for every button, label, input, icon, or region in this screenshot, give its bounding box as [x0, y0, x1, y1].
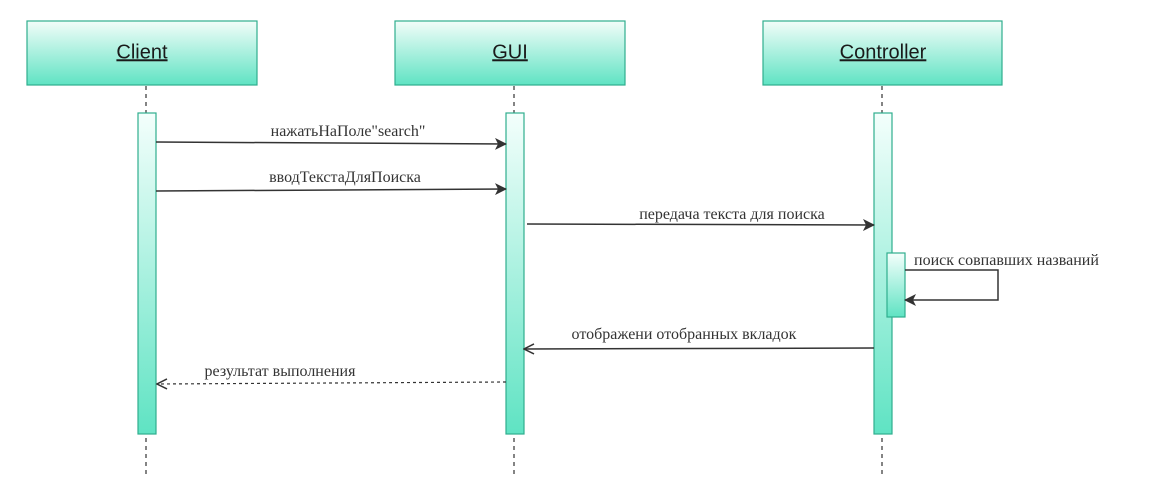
message-arrow-3	[526, 218, 875, 231]
message-arrow-2	[155, 183, 507, 196]
participant-controller-label: Controller	[840, 41, 927, 63]
message-label-5: отображени отобранных вкладок	[572, 326, 797, 343]
message-label-6: результат выполнения	[205, 363, 357, 380]
participant-gui-label: GUI	[492, 41, 528, 63]
message-arrow-1	[155, 137, 507, 150]
participant-client[interactable]: Client	[26, 20, 258, 86]
activation-client	[137, 112, 157, 435]
message-label-2: вводТекстаДляПоиска	[269, 169, 421, 186]
participant-gui[interactable]: GUI	[394, 20, 626, 86]
message-arrow-4	[904, 269, 999, 306]
activation-controller-nested	[886, 252, 906, 318]
participant-client-label: Client	[116, 41, 168, 63]
message-label-4: поиск совпавших названий	[914, 252, 1099, 269]
message-label-3: передача текста для поиска	[639, 206, 825, 223]
participant-controller[interactable]: Controller	[762, 20, 1003, 86]
activation-gui	[505, 112, 525, 435]
message-arrow-5	[524, 348, 875, 349]
message-label-1: нажатьНаПоле"search"	[271, 123, 426, 140]
message-arrow-6	[157, 382, 507, 384]
